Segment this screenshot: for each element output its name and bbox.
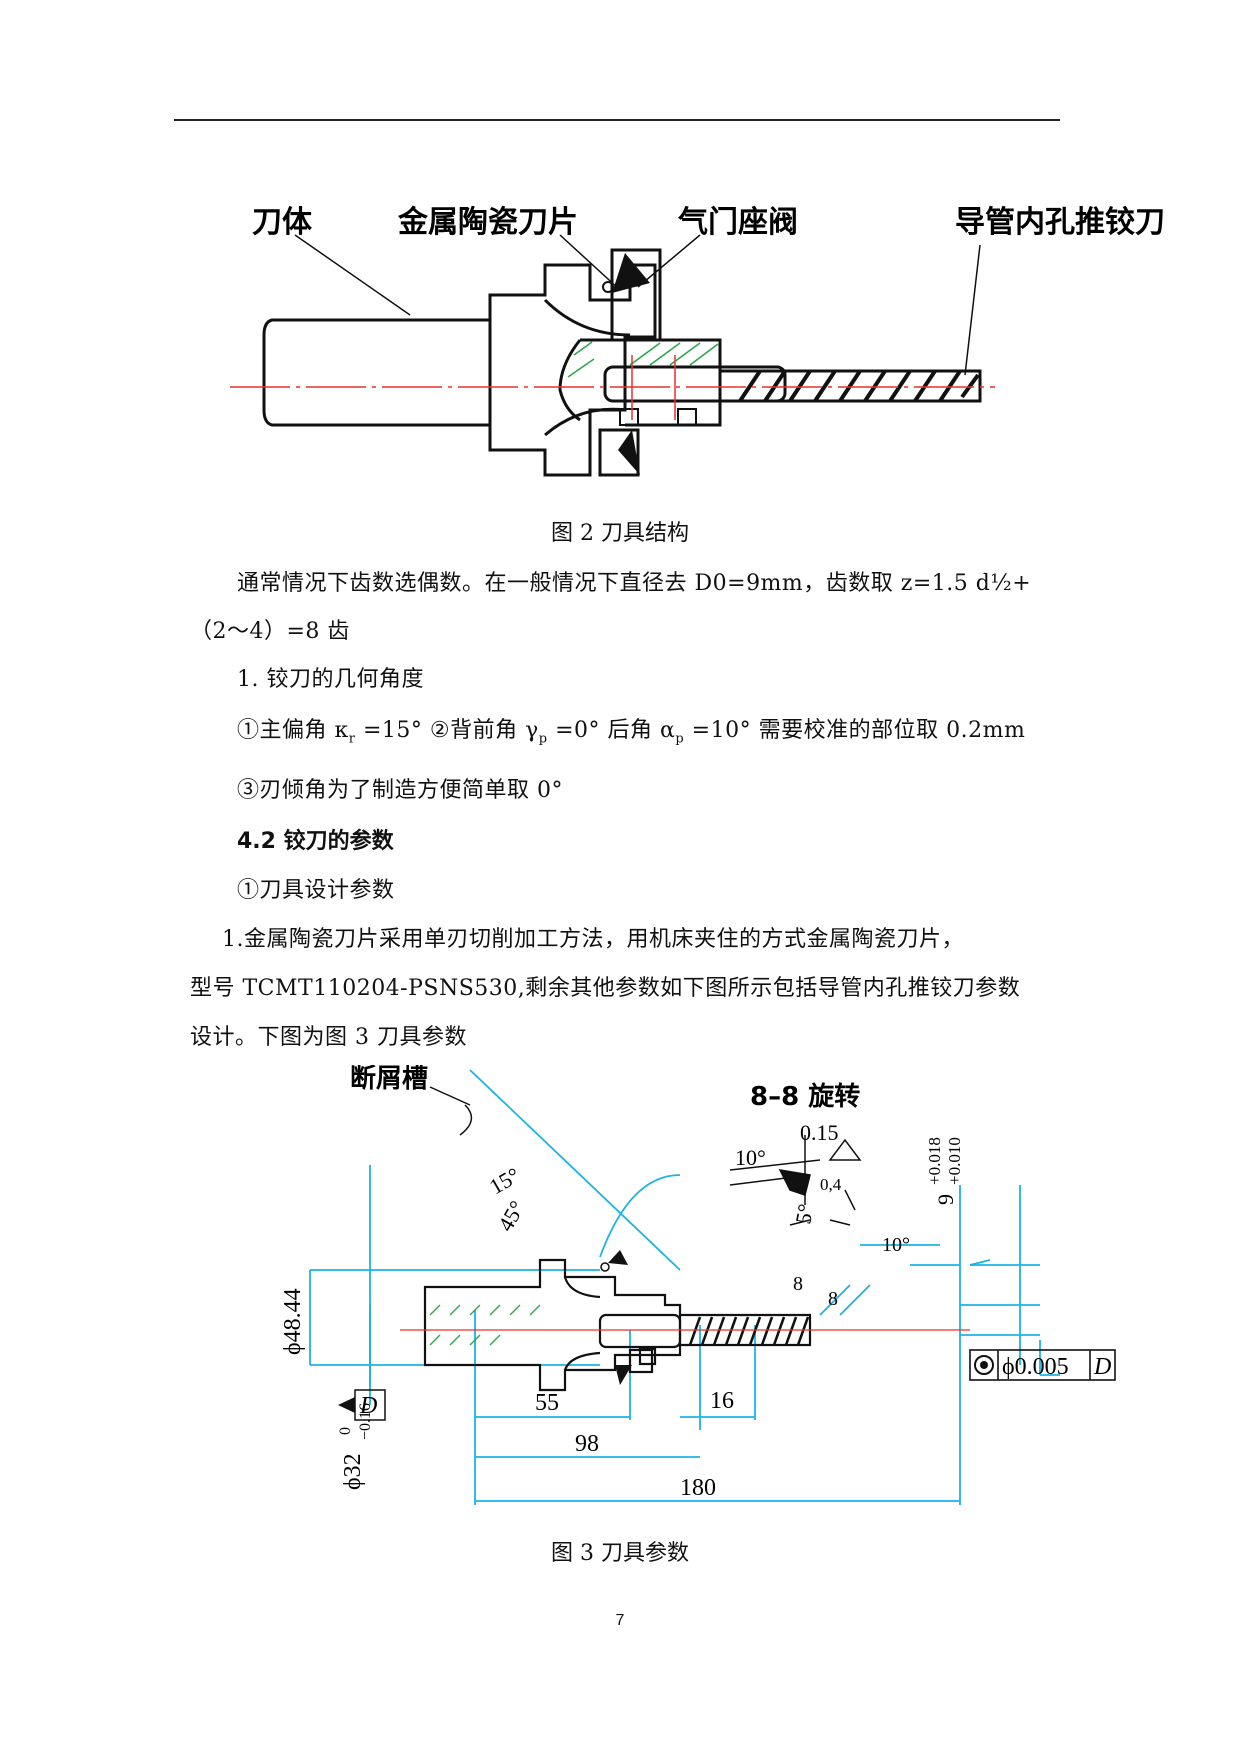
label-chip-groove: 断屑槽 (350, 1065, 428, 1094)
paragraph-insert-method: 1.金属陶瓷刀片采用单刃切削加工方法，用机床夹住的方式金属陶瓷刀片， (222, 927, 964, 952)
paragraph-teeth: 通常情况下齿数选偶数。在一般情况下直径去 D0=9mm，齿数取 z=1.5 d½… (237, 571, 1032, 596)
angle-10-b: 10° (882, 1234, 910, 1256)
roughness-04: 0,4 (820, 1175, 842, 1194)
note-8a: 8 (793, 1273, 803, 1295)
paragraph-inclination: ③刃倾角为了制造方便简单取 0° (237, 778, 563, 803)
label-body: 刀体 (252, 205, 313, 240)
paragraph-figure-ref: 设计。下图为图 3 刀具参数 (190, 1025, 467, 1050)
note-8b: 8 (828, 1288, 838, 1310)
list-item-geometry: 1. 铰刀的几何角度 (237, 667, 424, 692)
angle-5: 5° (790, 1202, 818, 1226)
paragraph-teeth-cont: （2～4）=8 齿 (190, 619, 350, 644)
tolerance-lower: +0.010 (945, 1137, 964, 1185)
dim-55: 55 (535, 1390, 559, 1416)
figure-3-tool-parameters: ϕ0.005 D D 断屑槽 8–8 旋转 15° 45° 10° 0.15 0… (280, 1065, 1116, 1505)
figure-2-caption: 图 2 刀具结构 (551, 521, 689, 546)
tolerance-upper: +0.018 (925, 1137, 944, 1185)
angle-45: 45° (493, 1196, 530, 1235)
dim-d32: ϕ32 (340, 1453, 366, 1490)
gtol-datum: D (1093, 1354, 1111, 1380)
figure-2-tool-structure: 刀体 金属陶瓷刀片 气门座阀 导管内孔推铰刀 (230, 205, 1165, 477)
header-rule (174, 119, 1060, 121)
angle-10-a: 10° (735, 1145, 766, 1170)
dim-9: 9 (933, 1194, 958, 1205)
label-insert: 金属陶瓷刀片 (397, 205, 578, 240)
dim-d4844: ϕ48.44 (280, 1288, 306, 1355)
label-section-rotate: 8–8 旋转 (750, 1082, 860, 1112)
dim-d32-upper: 0 (337, 1427, 354, 1435)
angle-15: 15° (485, 1162, 524, 1199)
paragraph-model: 型号 TCMT110204-PSNS530,剩余其他参数如下图所示包括导管内孔推… (190, 976, 1021, 1001)
paragraph-angles: ①主偏角 κr =15° ②背前角 γp =0° 后角 αp =10° 需要校准… (237, 718, 1026, 747)
dim-98: 98 (575, 1431, 599, 1457)
radius-015: 0.15 (800, 1120, 839, 1145)
dim-16: 16 (710, 1388, 734, 1414)
gtol-value: ϕ0.005 (1002, 1354, 1069, 1380)
figure-3-caption: 图 3 刀具参数 (551, 1541, 689, 1566)
geometric-tolerance-frame: ϕ0.005 D (969, 1349, 1116, 1381)
dim-180: 180 (680, 1475, 716, 1501)
page-number: 7 (615, 1612, 625, 1629)
section-heading: 4.2 铰刀的参数 (237, 829, 394, 854)
label-reamer: 导管内孔推铰刀 (955, 205, 1165, 240)
dim-d32-lower: −0.16 (357, 1403, 374, 1440)
label-valve-seat: 气门座阀 (678, 205, 798, 240)
datum-label: D (359, 1393, 377, 1419)
paragraph-design-params: ①刀具设计参数 (237, 878, 395, 903)
